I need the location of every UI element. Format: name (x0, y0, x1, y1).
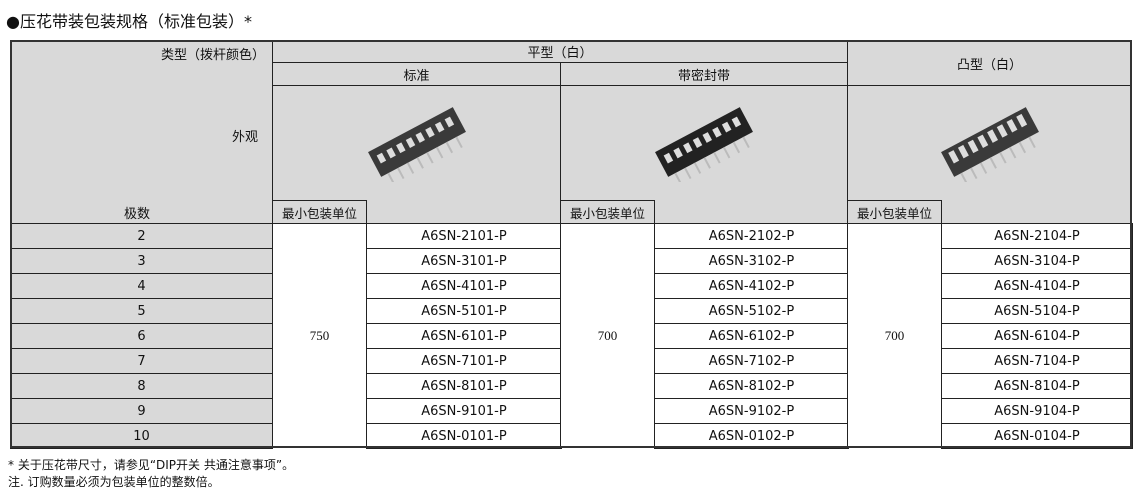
part-number-cell: A6SN-6101-P (366, 323, 562, 349)
part-number-cell: A6SN-3102-P (654, 248, 849, 274)
part-number-cell: A6SN-7101-P (366, 348, 562, 374)
min-unit-label: 最小包装单位 (847, 200, 942, 224)
part-number-cell: A6SN-8104-P (941, 373, 1133, 399)
part-number-cell: A6SN-4104-P (941, 273, 1133, 299)
part-number-cell: A6SN-2101-P (366, 223, 562, 249)
part-number-cell: A6SN-0101-P (366, 423, 562, 449)
part-number-cell: A6SN-4102-P (654, 273, 849, 299)
raised-type-header: 凸型（白） (847, 40, 1132, 86)
part-number-cell: A6SN-7104-P (941, 348, 1133, 374)
part-number-cell: A6SN-9104-P (941, 398, 1133, 424)
poles-label: 极数 (124, 207, 151, 222)
part-number-cell: A6SN-2102-P (654, 223, 849, 249)
dip-switch-icon (367, 107, 466, 182)
part-number-cell: A6SN-8101-P (366, 373, 562, 399)
part-number-cell: A6SN-2104-P (941, 223, 1133, 249)
poles-cell: 3 (10, 248, 273, 274)
part-number-cell: A6SN-3104-P (941, 248, 1133, 274)
dip-switch-icon (940, 107, 1039, 182)
part-number-cell: A6SN-9102-P (654, 398, 849, 424)
part-number-cell: A6SN-0102-P (654, 423, 849, 449)
min-unit-value: 750 (272, 223, 367, 448)
part-number-cell: A6SN-3101-P (366, 248, 562, 274)
part-number-cell: A6SN-5102-P (654, 298, 849, 324)
label-header-cell (10, 40, 273, 224)
note-1: * 关于压花带尺寸，请参见“DIP开关 共通注意事项”。 (8, 458, 295, 472)
poles-cell: 6 (10, 323, 273, 349)
poles-cell: 10 (10, 423, 273, 449)
part-number-cell: A6SN-9101-P (366, 398, 562, 424)
type-label: 类型（拨杆颜色） (160, 48, 265, 63)
part-number-cell: A6SN-8102-P (654, 373, 849, 399)
poles-cell: 9 (10, 398, 273, 424)
poles-cell: 2 (10, 223, 273, 249)
flat-type-header: 平型（白） (272, 40, 848, 63)
part-number-cell: A6SN-0104-P (941, 423, 1133, 449)
sealed-header: 带密封带 (560, 62, 848, 86)
min-unit-value: 700 (847, 223, 942, 448)
min-unit-label: 最小包装单位 (272, 200, 367, 224)
part-number-cell: A6SN-7102-P (654, 348, 849, 374)
standard-header: 标准 (272, 62, 561, 86)
part-number-cell: A6SN-6104-P (941, 323, 1133, 349)
part-number-cell: A6SN-6102-P (654, 323, 849, 349)
poles-cell: 5 (10, 298, 273, 324)
appearance-label: 外观 (231, 130, 258, 145)
poles-cell: 4 (10, 273, 273, 299)
dip-switch-icon (655, 107, 753, 182)
poles-cell: 7 (10, 348, 273, 374)
part-number-cell: A6SN-4101-P (366, 273, 562, 299)
part-number-cell: A6SN-5101-P (366, 298, 562, 324)
note-2: 注. 订购数量必须为包装单位的整数倍。 (8, 475, 220, 489)
section-title: ●压花带装包装规格（标准包装）* (6, 12, 252, 31)
part-number-cell: A6SN-5104-P (941, 298, 1133, 324)
min-unit-value: 700 (560, 223, 655, 448)
poles-cell: 8 (10, 373, 273, 399)
min-unit-label: 最小包装单位 (560, 200, 655, 224)
